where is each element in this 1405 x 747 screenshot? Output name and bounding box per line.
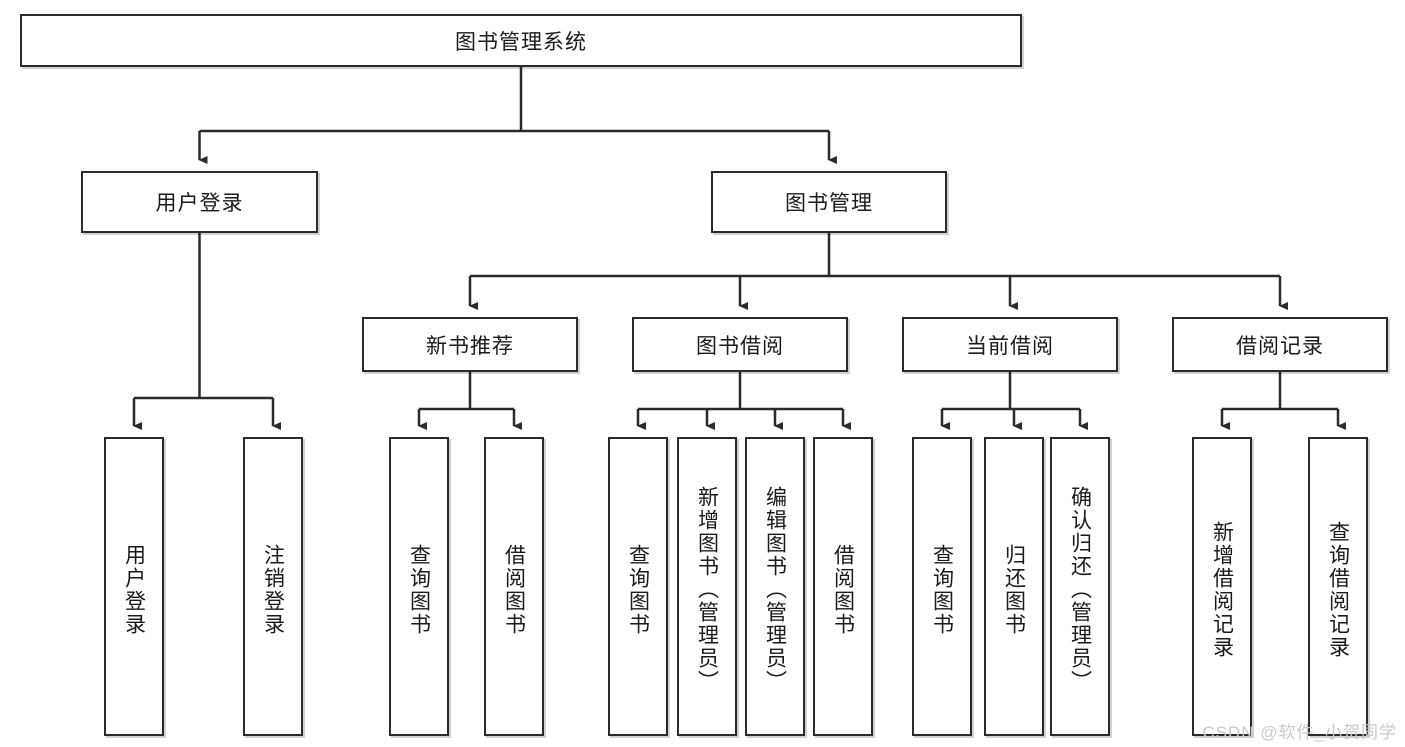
node-leaf-edit-book-admin[interactable]: 编辑图书（管理员） bbox=[745, 437, 805, 736]
node-borrow-record[interactable]: 借阅记录 bbox=[1172, 317, 1388, 372]
node-label: 用户登录 bbox=[122, 543, 146, 636]
node-label: 新增图书（管理员） bbox=[695, 486, 719, 693]
node-label: 图书管理 bbox=[785, 192, 873, 215]
node-label: 借阅图书 bbox=[502, 543, 526, 636]
node-current-borrow[interactable]: 当前借阅 bbox=[902, 317, 1118, 372]
node-label: 借阅图书 bbox=[831, 543, 855, 636]
node-label: 确认归还（管理员） bbox=[1068, 486, 1092, 693]
node-label: 新增借阅记录 bbox=[1210, 520, 1234, 659]
node-label: 查询图书 bbox=[626, 543, 650, 636]
node-user-login[interactable]: 用户登录 bbox=[81, 171, 318, 233]
node-label: 注销登录 bbox=[261, 543, 285, 636]
node-root[interactable]: 图书管理系统 bbox=[20, 14, 1022, 67]
node-label: 图书管理系统 bbox=[455, 30, 587, 54]
node-leaf-query-books-cur[interactable]: 查询图书 bbox=[912, 437, 972, 736]
node-leaf-logout[interactable]: 注销登录 bbox=[243, 437, 303, 736]
node-label: 当前借阅 bbox=[966, 334, 1054, 358]
node-book-management[interactable]: 图书管理 bbox=[711, 171, 947, 233]
node-label: 归还图书 bbox=[1002, 543, 1026, 636]
node-leaf-add-book-admin[interactable]: 新增图书（管理员） bbox=[677, 437, 737, 736]
node-leaf-return-books[interactable]: 归还图书 bbox=[984, 437, 1044, 736]
node-label: 编辑图书（管理员） bbox=[763, 486, 787, 693]
node-leaf-confirm-return-admin[interactable]: 确认归还（管理员） bbox=[1050, 437, 1110, 736]
node-leaf-borrow-books-bor[interactable]: 借阅图书 bbox=[813, 437, 873, 736]
node-leaf-add-borrow-record[interactable]: 新增借阅记录 bbox=[1192, 437, 1252, 736]
node-label: 新书推荐 bbox=[426, 334, 514, 358]
node-label: 借阅记录 bbox=[1236, 334, 1324, 358]
node-label: 查询图书 bbox=[407, 543, 431, 636]
node-leaf-borrow-books-rec[interactable]: 借阅图书 bbox=[484, 437, 544, 736]
node-book-borrow[interactable]: 图书借阅 bbox=[632, 317, 848, 372]
node-label: 用户登录 bbox=[155, 192, 244, 215]
node-label: 查询借阅记录 bbox=[1326, 520, 1350, 659]
node-leaf-query-borrow-record[interactable]: 查询借阅记录 bbox=[1308, 437, 1368, 736]
node-leaf-user-login[interactable]: 用户登录 bbox=[104, 437, 164, 736]
node-leaf-query-books-rec[interactable]: 查询图书 bbox=[389, 437, 449, 736]
node-label: 查询图书 bbox=[930, 543, 954, 636]
node-label: 图书借阅 bbox=[696, 334, 784, 358]
node-new-book-recommend[interactable]: 新书推荐 bbox=[362, 317, 578, 372]
node-leaf-query-books-bor[interactable]: 查询图书 bbox=[608, 437, 668, 736]
watermark-label: CSDN @软件_小贺同学 bbox=[1202, 723, 1397, 742]
